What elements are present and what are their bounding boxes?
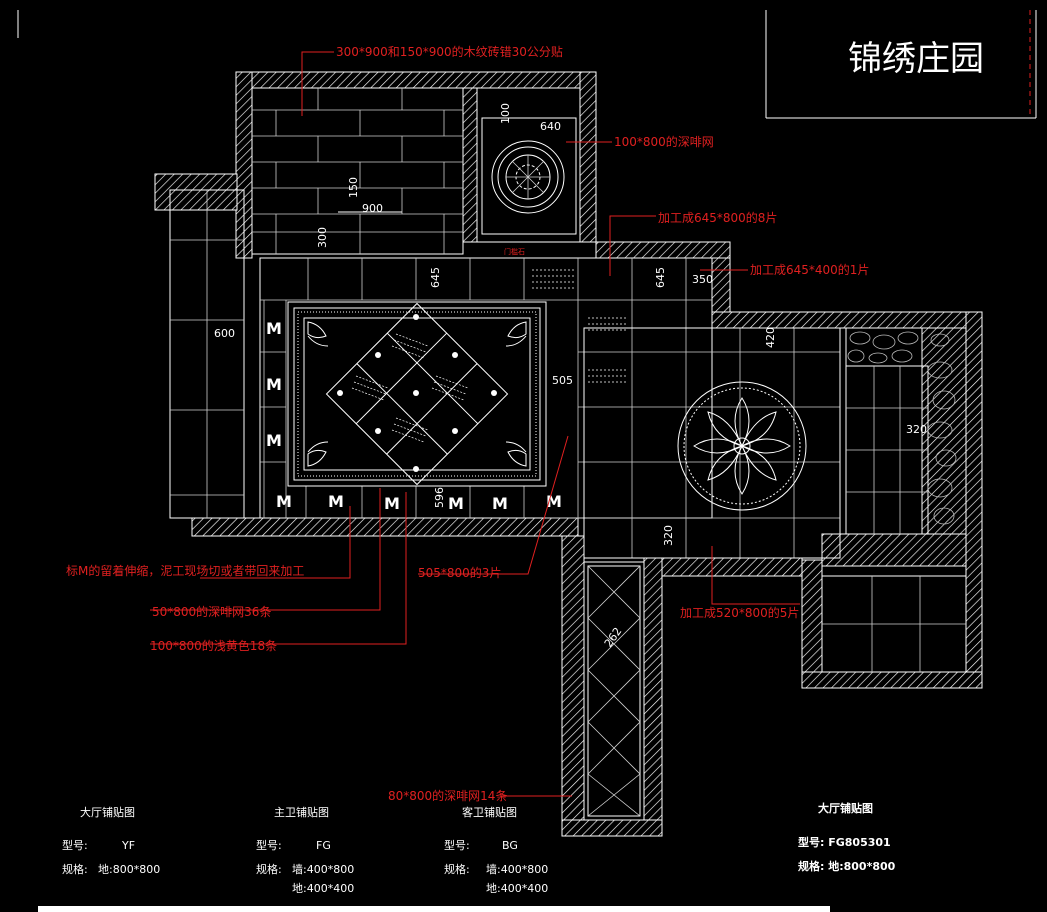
m-mark: M bbox=[266, 319, 282, 338]
legend-model: BG bbox=[502, 839, 518, 852]
m-mark: M bbox=[448, 494, 464, 513]
dim-300: 300 bbox=[316, 227, 329, 248]
annotation-brown-net-100: 100*800的深啡网 bbox=[614, 134, 714, 149]
threshold-tag: 门槛石 bbox=[504, 247, 525, 256]
frame-border bbox=[38, 906, 830, 912]
drawing-title: 锦绣庄园 bbox=[848, 39, 984, 79]
dim-420: 420 bbox=[764, 327, 777, 348]
m-mark: M bbox=[546, 492, 562, 511]
m-mark: M bbox=[492, 494, 508, 513]
annotation-tile-505: 505*800的3片 bbox=[418, 565, 501, 580]
legend-model-label: 型号: bbox=[444, 838, 470, 852]
dim-645-right: 645 bbox=[654, 267, 667, 288]
legend-master-bath: 主卫铺贴图 型号: FG 规格: 墙:400*800 地:400*400 bbox=[256, 805, 354, 895]
carpet-panel bbox=[287, 301, 547, 487]
legend-model: YF bbox=[121, 839, 135, 852]
medallion-room: 门槛石 bbox=[476, 87, 581, 256]
annotations: 300*900和150*900的木纹砖错30公分贴 100*800的深啡网 加工… bbox=[66, 44, 869, 803]
dimensions: 900 150 300 640 100 600 645 645 350 420 … bbox=[214, 103, 927, 650]
legend-spec: 规格: 地:800*800 bbox=[798, 859, 896, 873]
legend-heading: 大厅铺贴图 bbox=[818, 801, 873, 815]
legend-heading: 大厅铺贴图 bbox=[80, 805, 135, 819]
dim-645-left: 645 bbox=[429, 267, 442, 288]
m-marks: M M M M M M M M M bbox=[266, 319, 562, 513]
legend-spec-2: 地:400*400 bbox=[486, 882, 548, 895]
dim-100: 100 bbox=[499, 103, 512, 124]
m-mark: M bbox=[384, 494, 400, 513]
m-mark: M bbox=[266, 431, 282, 450]
dim-505: 505 bbox=[552, 374, 573, 387]
legend-right: 大厅铺贴图 型号: FG805301 规格: 地:800*800 bbox=[798, 801, 896, 873]
legend-spec-1: 地:800*800 bbox=[98, 863, 160, 876]
dim-320-right: 320 bbox=[906, 423, 927, 436]
annotation-wood-tile: 300*900和150*900的木纹砖错30公分贴 bbox=[336, 44, 563, 59]
wood-tile-room bbox=[251, 87, 464, 255]
m-mark: M bbox=[266, 375, 282, 394]
annotation-brown-net-80: 80*800的深啡网14条 bbox=[388, 788, 507, 803]
annotation-beige-100: 100*800的浅黄色18条 bbox=[150, 638, 277, 653]
legend-model: 型号: FG805301 bbox=[798, 835, 891, 849]
legend-spec-1: 墙:400*800 bbox=[486, 862, 548, 876]
legend-model: FG bbox=[316, 839, 331, 852]
walls bbox=[154, 71, 983, 837]
bottom-corridor bbox=[583, 561, 645, 821]
dim-320-bottom: 320 bbox=[662, 525, 675, 546]
dim-350: 350 bbox=[692, 273, 713, 286]
dim-600: 600 bbox=[214, 327, 235, 340]
m-mark: M bbox=[328, 492, 344, 511]
legend-spec-label: 规格: bbox=[256, 862, 282, 876]
dim-900: 900 bbox=[362, 202, 383, 215]
m-mark: M bbox=[276, 492, 292, 511]
legend-model-label: 型号: bbox=[62, 838, 88, 852]
legend-spec-label: 规格: bbox=[62, 862, 88, 876]
legend-spec-1: 墙:400*800 bbox=[292, 862, 354, 876]
annotation-brown-net-50: 50*800的深啡网36条 bbox=[152, 604, 271, 619]
legend-heading: 主卫铺贴图 bbox=[274, 805, 329, 819]
legend-heading: 客卫铺贴图 bbox=[462, 805, 517, 819]
legend-spec-2: 地:400*400 bbox=[292, 882, 354, 895]
legend-hall: 大厅铺贴图 型号: YF 规格: 地:800*800 bbox=[62, 805, 160, 876]
annotation-cut-645-400: 加工成645*400的1片 bbox=[750, 262, 869, 277]
legend-model-label: 型号: bbox=[256, 838, 282, 852]
hall-floor bbox=[259, 257, 841, 559]
annotation-cut-520: 加工成520*800的5片 bbox=[680, 605, 799, 620]
right-bathroom bbox=[821, 327, 967, 673]
annotation-cut-645-800: 加工成645*800的8片 bbox=[658, 210, 777, 225]
dim-150: 150 bbox=[347, 177, 360, 198]
legend-spec-label: 规格: bbox=[444, 862, 470, 876]
hall-medallion bbox=[677, 381, 807, 511]
dim-596: 596 bbox=[433, 487, 446, 508]
leader-lines bbox=[150, 51, 800, 797]
legend-guest-bath: 客卫铺贴图 型号: BG 规格: 墙:400*800 地:400*400 bbox=[444, 805, 548, 895]
title-block: 锦绣庄园 bbox=[765, 10, 1037, 119]
left-corridor bbox=[169, 189, 245, 519]
dim-640: 640 bbox=[540, 120, 561, 133]
annotation-mark-m: 标M的留着伸缩，泥工现场切或者带回来加工 bbox=[66, 563, 304, 578]
